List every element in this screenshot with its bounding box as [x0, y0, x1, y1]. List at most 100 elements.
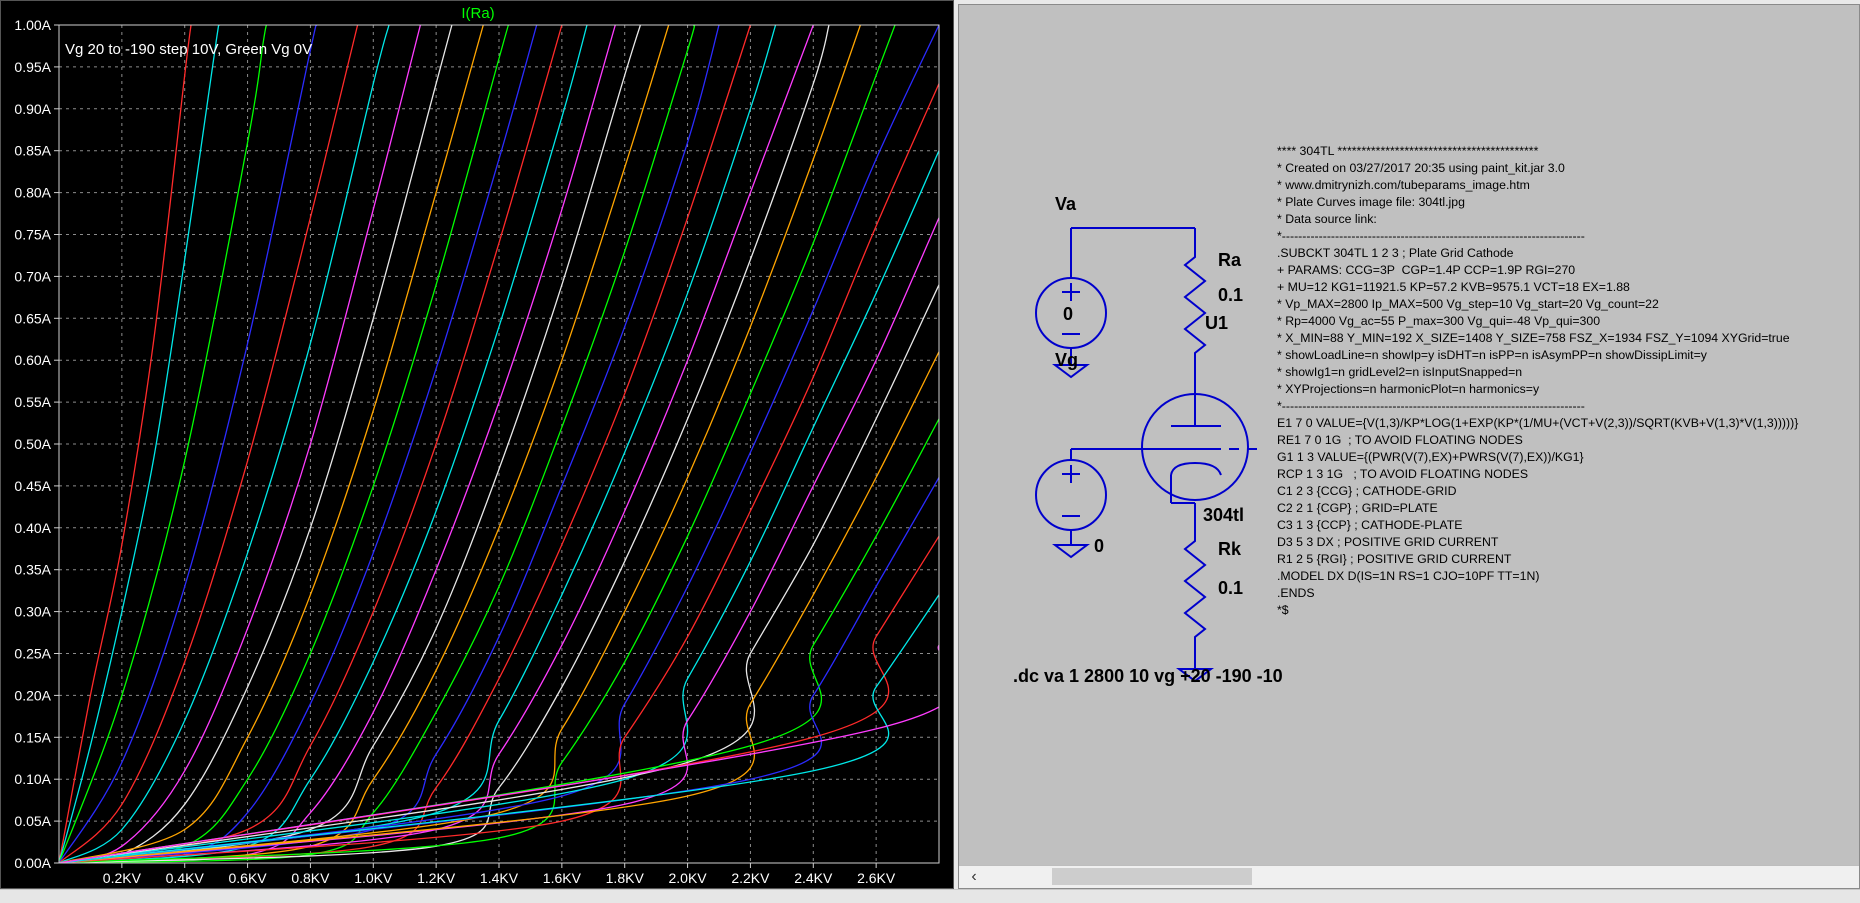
plate-curve — [59, 150, 939, 863]
x-tick-label: 1.6KV — [543, 870, 582, 886]
netlist-line: * XYProjections=n harmonicPlot=n harmoni… — [1277, 382, 1540, 396]
y-tick-label: 1.00A — [14, 17, 51, 33]
x-tick-label: 0.8KV — [291, 870, 330, 886]
plate-curve — [59, 284, 939, 863]
netlist-line: * showLoadLine=n showIp=y isDHT=n isPP=n… — [1277, 348, 1707, 362]
x-tick-label: 1.8KV — [606, 870, 645, 886]
y-tick-label: 0.30A — [14, 604, 51, 620]
y-tick-label: 0.25A — [14, 646, 51, 662]
trace-title[interactable]: I(Ra) — [461, 5, 494, 22]
netlist-line: E1 7 0 VALUE={V(1,3)/KP*LOG(1+EXP(KP*(1/… — [1277, 416, 1799, 430]
plate-curve — [59, 351, 939, 863]
schematic-drawing: Va 0 Ra 0.1 U1 Vg 0 304tl Rk 0.1 — [1035, 194, 1257, 683]
y-tick-label: 0.60A — [14, 352, 51, 368]
netlist-line: + MU=12 KG1=11921.5 KP=57.2 KVB=9575.1 V… — [1277, 280, 1630, 294]
netlist-line: D3 5 3 DX ; POSITIVE GRID CURRENT — [1277, 535, 1499, 549]
plate-curve — [59, 25, 268, 863]
u1-label[interactable]: U1 — [1205, 313, 1228, 333]
netlist-line: C1 2 3 {CCG} ; CATHODE-GRID — [1277, 484, 1457, 498]
x-tick-label: 0.6KV — [229, 870, 268, 886]
y-tick-label: 0.50A — [14, 436, 51, 452]
x-tick-label: 0.2KV — [103, 870, 142, 886]
ra-label[interactable]: Ra — [1218, 250, 1242, 270]
y-tick-label: 0.75A — [14, 227, 51, 243]
vg-polarity-marks — [1062, 465, 1080, 517]
plate-curve — [59, 25, 390, 863]
y-tick-label: 0.90A — [14, 101, 51, 117]
y-tick-label: 0.40A — [14, 520, 51, 536]
netlist-line: *$ — [1277, 603, 1289, 617]
ra-resistor[interactable] — [1183, 245, 1207, 400]
y-tick-label: 0.20A — [14, 687, 51, 703]
plate-curve — [59, 25, 422, 863]
plate-curve — [59, 25, 777, 863]
netlist-line: * Plate Curves image file: 304tl.jpg — [1277, 195, 1465, 209]
y-tick-label: 0.80A — [14, 185, 51, 201]
plot-frame — [58, 24, 940, 864]
x-tick-label: 2.4KV — [794, 870, 833, 886]
plate-curve — [59, 25, 939, 863]
netlist-line: * Created on 03/27/2017 20:35 using pain… — [1277, 161, 1565, 175]
x-tick-label: 1.2KV — [417, 870, 456, 886]
va-label[interactable]: Va — [1055, 194, 1077, 214]
va-ground-icon — [1052, 361, 1090, 379]
x-tick-label: 2.2KV — [731, 870, 770, 886]
schematic-pane[interactable]: Va 0 Ra 0.1 U1 Vg 0 304tl Rk 0.1 **** 30… — [958, 4, 1860, 889]
x-tick-label: 0.4KV — [166, 870, 205, 886]
x-tick-label: 1.4KV — [480, 870, 519, 886]
y-tick-label: 0.05A — [14, 813, 51, 829]
plate-curve — [59, 83, 939, 863]
y-tick-label: 0.85A — [14, 143, 51, 159]
triode-tube-u1[interactable] — [1141, 393, 1257, 503]
horizontal-scrollbar[interactable]: ‹ — [959, 865, 1859, 888]
rk-label[interactable]: Rk — [1218, 539, 1242, 559]
netlist-line: * showIg1=n gridLevel2=n isInputSnapped=… — [1277, 365, 1523, 379]
netlist-line: C2 2 1 {CGP} ; GRID=PLATE — [1277, 501, 1438, 515]
x-tick-label: 2.6KV — [857, 870, 896, 886]
rk-resistor[interactable] — [1183, 529, 1207, 665]
y-tick-label: 0.00A — [14, 855, 51, 871]
plate-curve — [59, 25, 318, 863]
tube-model-label[interactable]: 304tl — [1203, 505, 1244, 525]
dc-sweep-directive[interactable]: .dc va 1 2800 10 vg +20 -190 -10 — [1013, 666, 1283, 686]
plate-curve — [59, 25, 484, 863]
scrollbar-thumb[interactable] — [1052, 868, 1252, 885]
plate-curve — [59, 25, 814, 863]
plate-curve — [59, 25, 752, 863]
netlist-line: *---------------------------------------… — [1277, 229, 1585, 243]
netlist-line: RCP 1 3 1G ; TO AVOID FLOATING NODES — [1277, 467, 1529, 481]
ra-value-label[interactable]: 0.1 — [1218, 285, 1243, 305]
plate-curve — [59, 25, 642, 863]
plate-curve — [59, 25, 453, 863]
va-value-label[interactable]: 0 — [1063, 304, 1073, 324]
plot-axes: 0.2KV 0.4KV 0.6KV 0.8KV 1.0KV 1.2KV 1.4KV 1.6KV… — [14, 17, 940, 886]
netlist-line: * Data source link: — [1277, 212, 1377, 226]
plot-annotation-text: Vg 20 to -190 step 10V, Green Vg 0V — [65, 41, 312, 58]
y-tick-label: 0.15A — [14, 729, 51, 745]
y-tick-label: 0.55A — [14, 394, 51, 410]
plate-curve — [59, 25, 510, 863]
scroll-left-arrow-icon[interactable]: ‹ — [971, 868, 977, 885]
y-tick-label: 0.65A — [14, 310, 51, 326]
vg-value-label[interactable]: 0 — [1094, 536, 1104, 556]
netlist-line: * Vp_MAX=2800 Ip_MAX=500 Vg_step=10 Vg_s… — [1277, 297, 1659, 311]
plate-curve — [59, 25, 616, 863]
plate-curve — [59, 25, 896, 863]
y-tick-label: 0.45A — [14, 478, 51, 494]
netlist-line: .MODEL DX D(IS=1N RS=1 CJO=10PF TT=1N) — [1277, 569, 1540, 583]
y-tick-label: 0.35A — [14, 562, 51, 578]
netlist-line: C3 1 3 {CCP} ; CATHODE-PLATE — [1277, 518, 1463, 532]
subcircuit-netlist-comment[interactable]: **** 304TL *****************************… — [1277, 143, 1798, 619]
x-tick-label: 1.0KV — [354, 870, 393, 886]
netlist-line: *---------------------------------------… — [1277, 399, 1585, 413]
window-bottom-edge — [0, 889, 1860, 903]
x-tick-label: 2.0KV — [669, 870, 708, 886]
netlist-line: * X_MIN=88 Y_MIN=192 X_SIZE=1408 Y_SIZE=… — [1277, 331, 1790, 345]
netlist-line: G1 1 3 VALUE={(PWR(V(7),EX)+PWRS(V(7),EX… — [1277, 450, 1584, 464]
plate-curve — [59, 25, 862, 863]
vg-label[interactable]: Vg — [1055, 350, 1078, 370]
rk-value-label[interactable]: 0.1 — [1218, 578, 1243, 598]
plate-curves-chart: 0.2KV 0.4KV 0.6KV 0.8KV 1.0KV 1.2KV 1.4KV 1.6KV… — [14, 5, 940, 886]
waveform-plot-pane[interactable]: 0.2KV 0.4KV 0.6KV 0.8KV 1.0KV 1.2KV 1.4KV 1.6KV… — [0, 0, 954, 889]
plate-curve — [59, 25, 563, 863]
